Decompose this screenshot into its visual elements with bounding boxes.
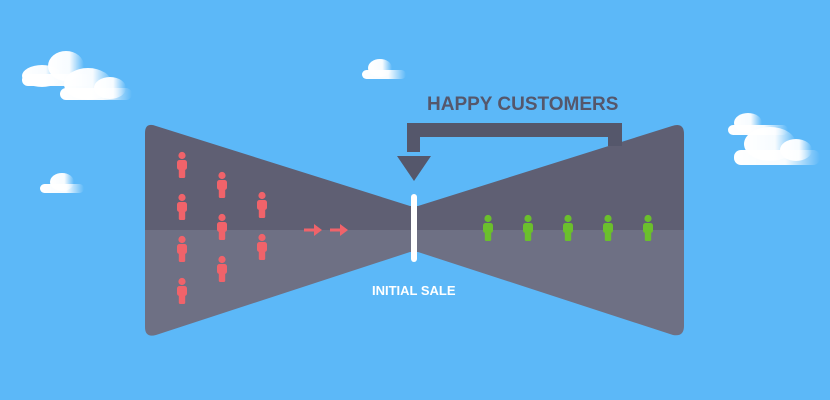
return-arrow-icon [397, 123, 622, 181]
cloud-icon [40, 173, 84, 193]
cloud-icon [362, 59, 406, 79]
initial-sale-divider [411, 194, 417, 262]
flow-arrows [304, 224, 348, 236]
cloud-icon [60, 68, 132, 100]
cloud-icon [734, 127, 820, 165]
arrow-right-icon [304, 224, 322, 236]
bowtie-shape [145, 124, 684, 336]
arrow-right-icon [330, 224, 348, 236]
clouds [22, 51, 820, 193]
initial-sale-label: INITIAL SALE [372, 283, 456, 298]
happy-customers-label: HAPPY CUSTOMERS [427, 94, 619, 115]
